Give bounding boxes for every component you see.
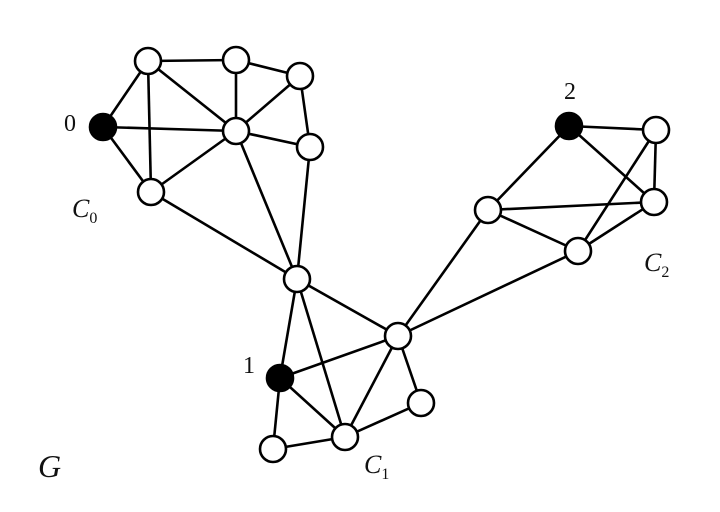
edge-R-Q bbox=[577, 200, 655, 253]
node-L bbox=[330, 422, 360, 452]
edge-A-B bbox=[147, 58, 237, 63]
edge-I-P bbox=[396, 209, 490, 337]
node-Q bbox=[639, 187, 669, 217]
node-R bbox=[563, 236, 593, 266]
cluster-label-0: C0 bbox=[72, 194, 98, 228]
edge-A-E bbox=[147, 59, 237, 133]
edge-P-R bbox=[487, 208, 579, 253]
node-H bbox=[282, 264, 312, 294]
edge-D-E bbox=[102, 125, 237, 133]
edge-E-H bbox=[234, 130, 299, 280]
highlighted-node-D bbox=[88, 112, 118, 142]
node-K bbox=[406, 388, 436, 418]
node-E bbox=[221, 116, 251, 146]
edge-O-R bbox=[576, 129, 658, 252]
edge-P-Q bbox=[487, 200, 655, 212]
node-label-2: 2 bbox=[564, 79, 576, 105]
node-G bbox=[136, 177, 166, 207]
highlighted-node-J bbox=[265, 363, 295, 393]
edge-J-L bbox=[279, 377, 346, 438]
node-label-1: 1 bbox=[243, 353, 255, 379]
edge-H-I bbox=[296, 277, 399, 338]
edge-I-J bbox=[279, 334, 399, 380]
cluster-label-1: C1 bbox=[364, 450, 390, 484]
edge-F-H bbox=[295, 146, 312, 280]
edge-N-P bbox=[487, 125, 570, 211]
node-F bbox=[295, 132, 325, 162]
node-label-0: 0 bbox=[64, 111, 76, 137]
node-M bbox=[258, 434, 288, 464]
edge-A-G bbox=[146, 60, 153, 193]
edge-N-Q bbox=[568, 125, 655, 203]
node-P bbox=[473, 195, 503, 225]
cluster-label-2: C2 bbox=[644, 248, 670, 282]
node-O bbox=[641, 115, 671, 145]
edge-I-L bbox=[343, 335, 400, 438]
node-C bbox=[285, 61, 315, 91]
node-B bbox=[221, 45, 251, 75]
edge-N-O bbox=[568, 124, 657, 132]
edge-E-G bbox=[150, 129, 237, 194]
edge-G-H bbox=[150, 190, 298, 281]
node-I bbox=[383, 321, 413, 351]
graph-label: G bbox=[38, 448, 62, 484]
highlighted-node-N bbox=[554, 111, 584, 141]
node-A bbox=[133, 46, 163, 76]
edge-H-J bbox=[278, 278, 299, 379]
edge-H-L bbox=[295, 278, 347, 438]
edge-I-R bbox=[397, 249, 579, 338]
